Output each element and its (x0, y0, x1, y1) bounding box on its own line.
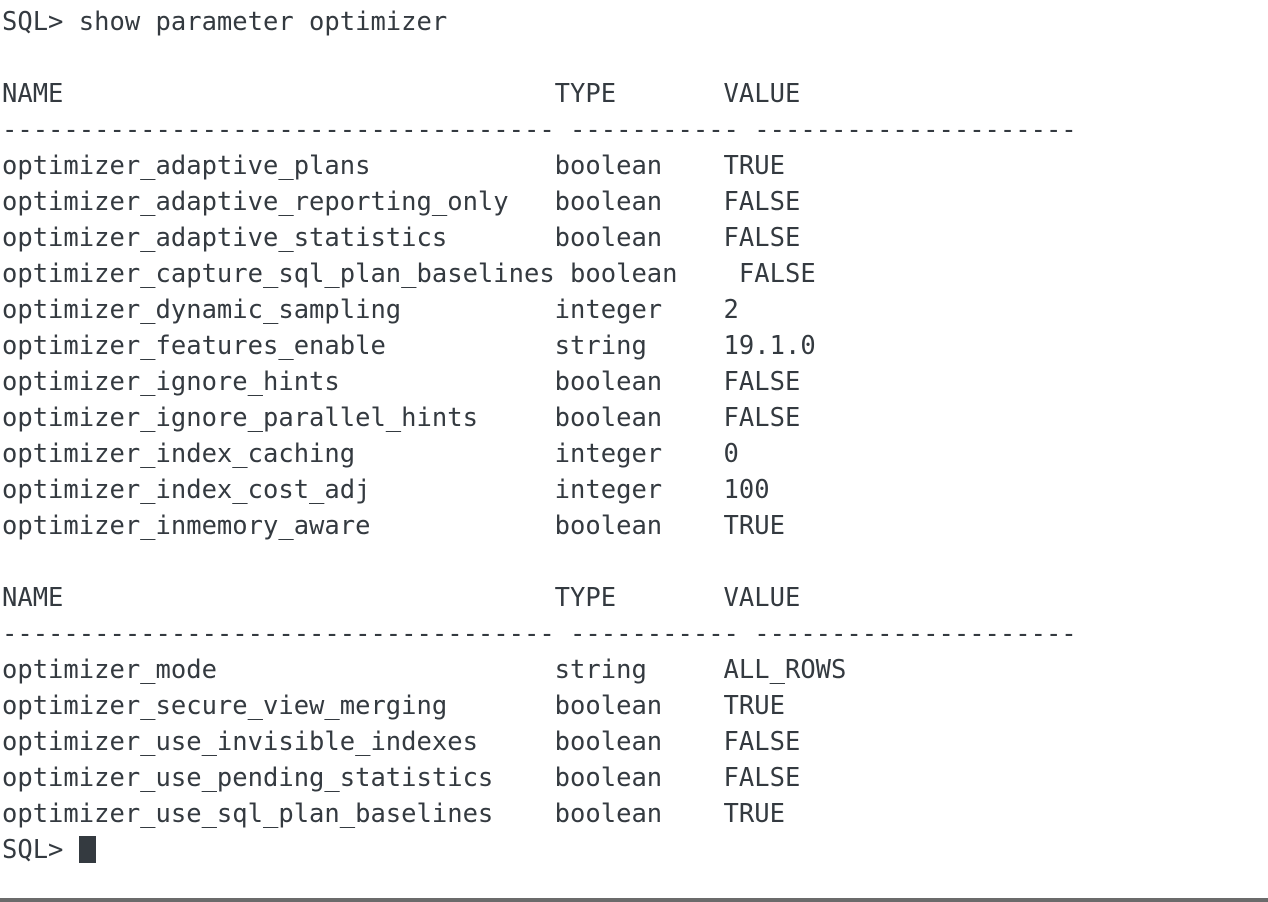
parameter-row: optimizer_secure_view_merging boolean TR… (2, 691, 785, 721)
parameter-row: optimizer_use_pending_statistics boolean… (2, 763, 801, 793)
parameter-row: optimizer_capture_sql_plan_baselines boo… (2, 259, 816, 289)
parameter-row: optimizer_adaptive_plans boolean TRUE (2, 151, 785, 181)
blank-line (2, 544, 1077, 580)
parameter-row: optimizer_index_cost_adj integer 100 (2, 475, 770, 505)
terminal-screen[interactable]: SQL> show parameter optimizer NAME TYPE … (0, 0, 1077, 868)
parameter-row: optimizer_inmemory_aware boolean TRUE (2, 511, 785, 541)
prompt-label: SQL> (2, 835, 79, 865)
column-separator-row: ------------------------------------ ---… (2, 619, 1077, 649)
parameter-row: optimizer_features_enable string 19.1.0 (2, 331, 816, 361)
column-header-row: NAME TYPE VALUE (2, 79, 801, 109)
parameter-row: optimizer_index_caching integer 0 (2, 439, 739, 469)
parameter-row: optimizer_mode string ALL_ROWS (2, 655, 847, 685)
parameter-row: optimizer_use_sql_plan_baselines boolean… (2, 799, 785, 829)
parameter-row: optimizer_dynamic_sampling integer 2 (2, 295, 739, 325)
command-line: SQL> show parameter optimizer (2, 7, 448, 37)
parameter-row: optimizer_adaptive_reporting_only boolea… (2, 187, 801, 217)
column-header-row: NAME TYPE VALUE (2, 583, 801, 613)
parameter-row: optimizer_ignore_hints boolean FALSE (2, 367, 801, 397)
block-cursor (78, 836, 96, 863)
prompt-line[interactable]: SQL> (2, 832, 1077, 868)
blank-line (2, 40, 1077, 76)
parameter-row: optimizer_use_invisible_indexes boolean … (2, 727, 801, 757)
column-separator-row: ------------------------------------ ---… (2, 115, 1077, 145)
parameter-row: optimizer_adaptive_statistics boolean FA… (2, 223, 801, 253)
parameter-row: optimizer_ignore_parallel_hints boolean … (2, 403, 801, 433)
